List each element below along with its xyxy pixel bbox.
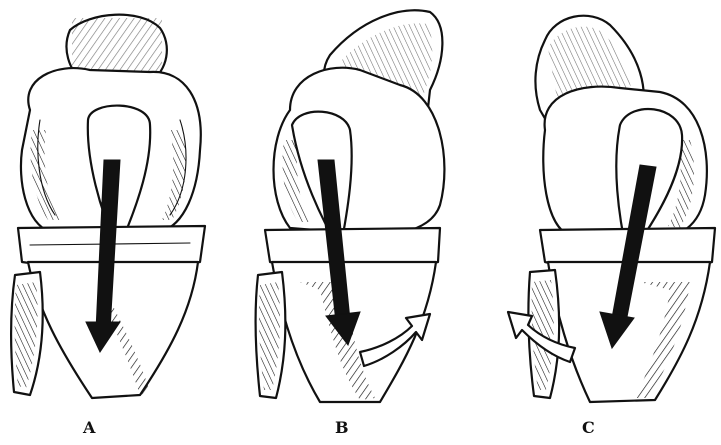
knee-drawing-a [11, 15, 205, 398]
knee-drawing-c [508, 16, 715, 402]
panel-label-b: B [335, 418, 350, 437]
knee-drawing-b [256, 10, 445, 402]
panel-label-a: A [83, 418, 96, 437]
panel-label-c: C [582, 418, 596, 437]
